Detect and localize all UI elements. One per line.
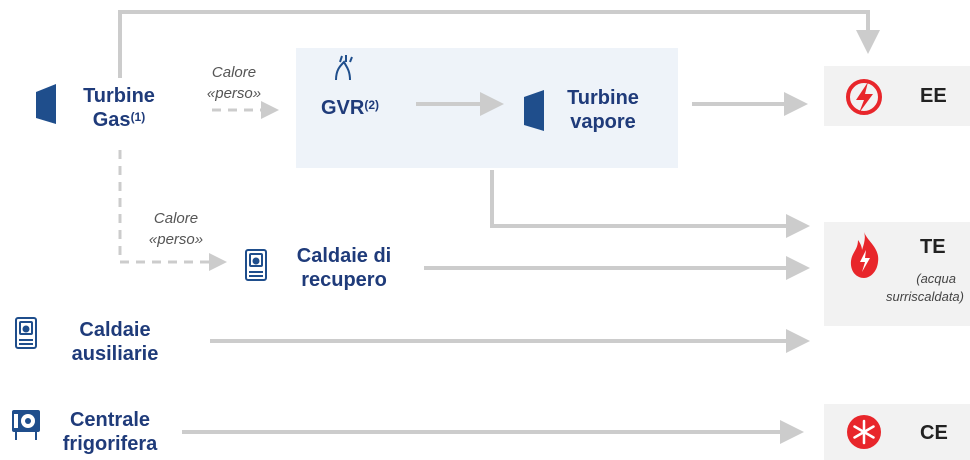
flame-icon bbox=[850, 232, 879, 278]
ee-label: EE bbox=[920, 85, 947, 107]
snowflake-icon bbox=[847, 415, 881, 449]
arrow-turbine-vapore-to-te bbox=[490, 170, 810, 238]
turbine-vapore-icon bbox=[524, 90, 544, 131]
centrale-frigorifera-label: Centrale frigorifera bbox=[62, 409, 158, 455]
caldaie-ausiliarie-icon bbox=[15, 317, 37, 349]
caldaie-recupero-icon bbox=[245, 249, 267, 281]
centrale-frigorifera-icon bbox=[12, 410, 40, 440]
te-output-box bbox=[824, 222, 970, 326]
calore-perso-note-mid: Calore «perso» bbox=[148, 210, 204, 248]
ce-label: CE bbox=[920, 422, 948, 444]
turbine-gas-label: Turbine Gas(1) bbox=[83, 85, 155, 131]
gvr-icon bbox=[335, 55, 353, 81]
calore-perso-note-top: Calore «perso» bbox=[206, 64, 262, 102]
arrow-turbine-gas-to-ee bbox=[118, 10, 880, 78]
caldaie-recupero-label: Caldaie di recupero bbox=[296, 245, 392, 291]
caldaie-ausiliarie-label: Caldaie ausiliarie bbox=[71, 319, 159, 365]
te-sublabel: (acqua surriscaldata) bbox=[885, 271, 964, 304]
te-label: TE bbox=[920, 236, 946, 258]
turbine-gas-icon bbox=[36, 84, 56, 124]
lightning-icon bbox=[846, 79, 882, 115]
turbine-vapore-label: Turbine vapore bbox=[567, 87, 639, 133]
dashed-line-turbine-gas-down bbox=[118, 150, 227, 271]
gvr-label: GVR(2) bbox=[320, 97, 379, 119]
